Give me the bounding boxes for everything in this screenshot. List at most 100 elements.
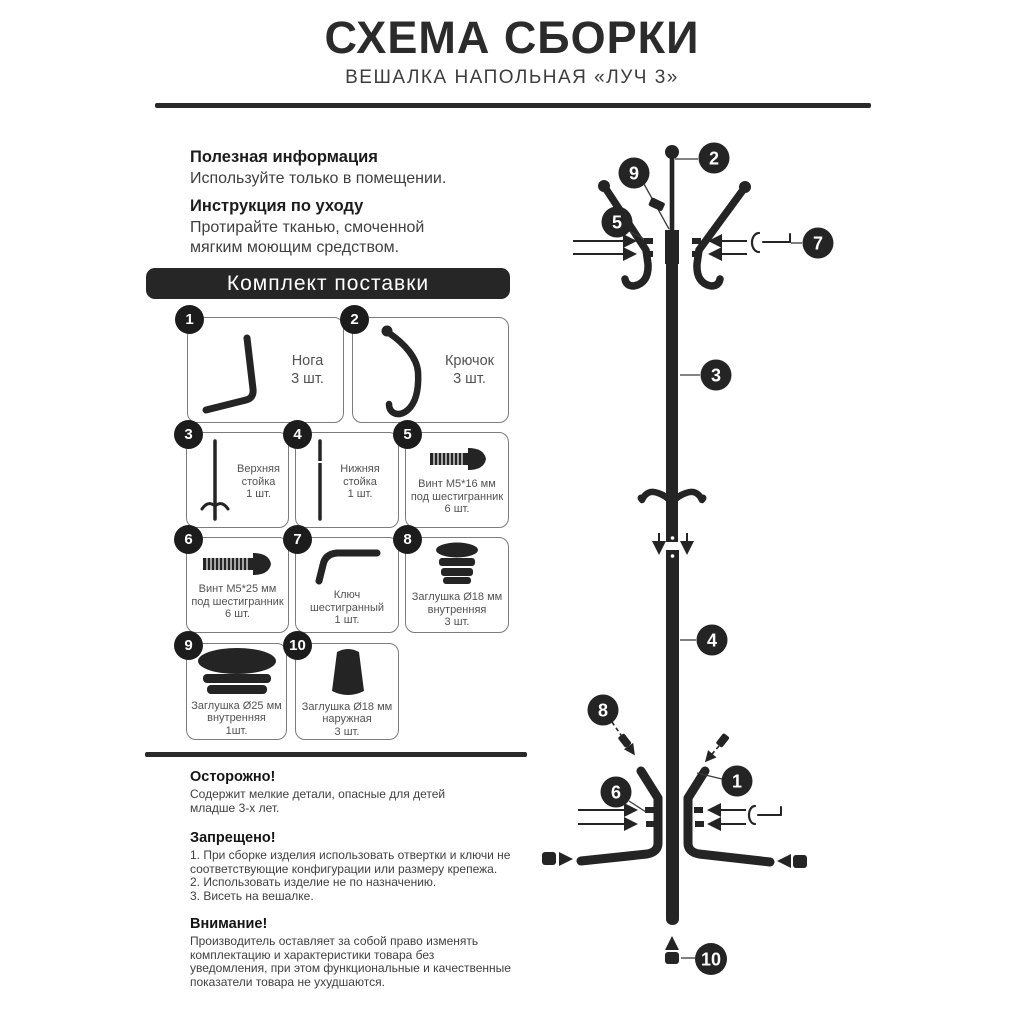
fork-support [637,488,707,507]
foot-cap [665,936,695,964]
svg-text:7: 7 [813,234,823,254]
plug-25-inner-icon [197,647,276,694]
callout-10: 10 [695,943,727,975]
callout-2: 2 [698,142,730,174]
attention-text: показатели товара не ухудшаются. [190,974,385,989]
svg-text:10: 10 [701,950,721,970]
useful-info-heading: Полезная информация [190,148,378,166]
svg-text:1: 1 [732,772,742,792]
plug-18-inner-icon [436,542,478,585]
part-number-badge: 8 [393,525,422,554]
svg-text:3: 3 [711,366,721,386]
callout-6: 6 [600,776,632,808]
hex-key-icon [315,549,381,585]
care-text-line2: мягким моющим средством. [190,239,400,256]
forbidden-text: 3. Висеть на вешалке. [190,888,314,903]
part-number-badge: 3 [174,420,203,449]
page-title: СХЕМА СБОРКИ [324,12,700,63]
care-heading: Инструкция по уходу [190,197,364,215]
hook-part-icon [381,325,422,418]
header-divider [155,103,871,108]
useful-info-text: Используйте только в помещении. [190,170,447,187]
svg-text:2: 2 [709,149,719,169]
hex-key-rotate-icon [750,231,802,254]
top-screw-arrows [573,234,747,261]
lower-pole-part-icon [318,439,322,521]
callout-5: 5 [601,206,633,238]
assembly-diagram: 2 9 5 7 3 4 8 1 6 10 [542,142,834,975]
kit-heading-banner: Комплект поставки [146,268,510,299]
left-leg [576,766,663,866]
svg-text:6: 6 [611,783,621,803]
upper-pole-part-icon [200,439,230,521]
svg-text:9: 9 [629,164,639,184]
right-hook [693,181,751,290]
leg-screw-arrows [578,803,746,831]
callout-8: 8 [587,694,619,726]
hex-key-rotate-icon-bottom [747,804,782,826]
forbidden-text: соответствующие конфигурации или размеру… [190,861,498,876]
attention-heading: Внимание! [190,916,268,932]
part-number-badge: 5 [393,420,422,449]
part-number-badge: 10 [283,631,312,660]
svg-text:4: 4 [707,631,717,651]
forbidden-heading: Запрещено! [190,830,276,846]
callout-7: 7 [802,227,834,259]
part-number-badge: 1 [175,305,204,334]
leg-part-icon [202,334,257,414]
callout-4: 4 [696,624,728,656]
warnings-block: Осторожно! Содержит мелкие детали, опасн… [190,769,610,989]
svg-text:5: 5 [612,213,622,233]
info-block: Полезная информация Используйте только в… [190,148,530,258]
page-subtitle: ВЕШАЛКА НАПОЛЬНАЯ «ЛУЧ 3» [345,67,679,88]
right-leg [683,766,775,867]
attention-text: уведомления, при этом функциональные и к… [190,961,511,975]
svg-text:8: 8 [598,701,608,721]
callout-connectors [628,158,723,813]
caution-text: младше 3-х лет. [190,800,280,815]
caution-heading: Осторожно! [190,769,276,785]
part-number-badge: 6 [174,525,203,554]
forbidden-text: 2. Использовать изделие не по назначению… [190,875,437,889]
care-text-line1: Протирайте тканью, смоченной [190,219,425,236]
callout-1: 1 [721,765,753,797]
part-number-badge: 2 [340,305,369,334]
leg-end-caps [542,852,807,868]
attention-text: комплектацию и характеристики товара без [190,947,435,962]
plug-18-outer-icon [332,648,364,695]
callout-3: 3 [700,359,732,391]
part-number-badge: 4 [283,420,312,449]
bolt-m5x16-icon [430,448,486,471]
forbidden-text: 1. При сборке изделия использовать отвер… [190,848,511,862]
top-plug-icon [643,183,670,230]
section-divider [145,752,527,757]
part-number-badge: 7 [283,525,312,554]
leg-plug-arrows [611,721,730,763]
joint-arrows [652,533,694,555]
bolt-m5x25-icon [202,553,271,576]
part-number-badge: 9 [174,631,203,660]
callout-9: 9 [618,157,650,189]
header: СХЕМА СБОРКИ ВЕШАЛКА НАПОЛЬНАЯ «ЛУЧ 3» [0,12,1024,89]
caution-text: Содержит мелкие детали, опасные для дете… [190,787,446,801]
